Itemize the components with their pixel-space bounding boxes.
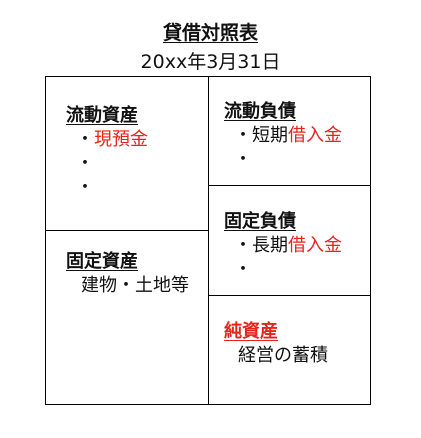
current-assets-item-1: ・現預金 bbox=[76, 129, 148, 150]
sheet-date: 20xx年3月31日 bbox=[140, 51, 281, 73]
assets-divider bbox=[46, 230, 208, 231]
balance-sheet-frame: 流動資産 ・現預金 ・ ・ 固定資産 建物・土地等 流動負債 ・短期借入金 ・ … bbox=[45, 76, 371, 405]
fixed-assets-heading: 固定資産 bbox=[66, 251, 138, 272]
current-liabilities-item-2: ・ bbox=[234, 149, 252, 170]
fixed-liabilities-item-2: ・ bbox=[234, 259, 252, 280]
fixed-liabilities-heading: 固定負債 bbox=[224, 211, 296, 232]
net-assets-item-1: 経営の蓄積 bbox=[238, 345, 328, 366]
liabilities-divider bbox=[208, 185, 370, 186]
current-assets-item-3: ・ bbox=[76, 177, 94, 198]
current-assets-heading: 流動資産 bbox=[66, 105, 138, 126]
fixed-liabilities-item-1: ・長期借入金 bbox=[234, 235, 342, 256]
net-assets-divider bbox=[208, 295, 370, 296]
center-divider bbox=[208, 77, 209, 404]
current-assets-item-2: ・ bbox=[76, 153, 94, 174]
net-assets-heading: 純資産 bbox=[224, 321, 278, 342]
sheet-title: 貸借対照表 bbox=[162, 22, 258, 44]
current-liabilities-item-1: ・短期借入金 bbox=[234, 125, 342, 146]
fixed-assets-item-1: 建物・土地等 bbox=[81, 275, 189, 296]
current-liabilities-heading: 流動負債 bbox=[224, 101, 296, 122]
